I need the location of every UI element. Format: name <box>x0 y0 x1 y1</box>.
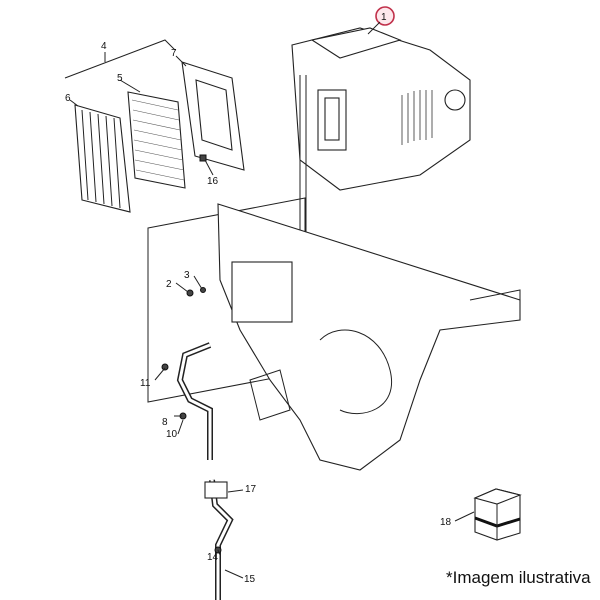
callout-3: 3 <box>184 270 190 281</box>
body-panel <box>147 197 521 471</box>
callout-1: 1 <box>381 12 387 23</box>
hose-assembly <box>154 275 244 600</box>
callout-18: 18 <box>440 517 452 528</box>
part-18-box <box>454 488 522 541</box>
callout-15: 15 <box>244 574 256 585</box>
callout-8: 8 <box>162 417 168 428</box>
callout-14: 14 <box>207 552 219 563</box>
callout-5: 5 <box>117 73 123 84</box>
callout-10: 10 <box>166 429 178 440</box>
callout-7: 7 <box>171 48 177 59</box>
callout-11: 11 <box>140 378 151 389</box>
filter-assembly <box>64 39 245 213</box>
illustrative-image-caption: *Imagem ilustrativa <box>446 568 591 587</box>
callout-1-highlight <box>375 6 395 26</box>
hvac-module <box>291 6 471 270</box>
callout-17: 17 <box>245 484 257 495</box>
callout-6: 6 <box>65 93 71 104</box>
callout-4: 4 <box>101 41 107 52</box>
callout-2: 2 <box>166 279 172 290</box>
callout-16: 16 <box>207 176 219 187</box>
